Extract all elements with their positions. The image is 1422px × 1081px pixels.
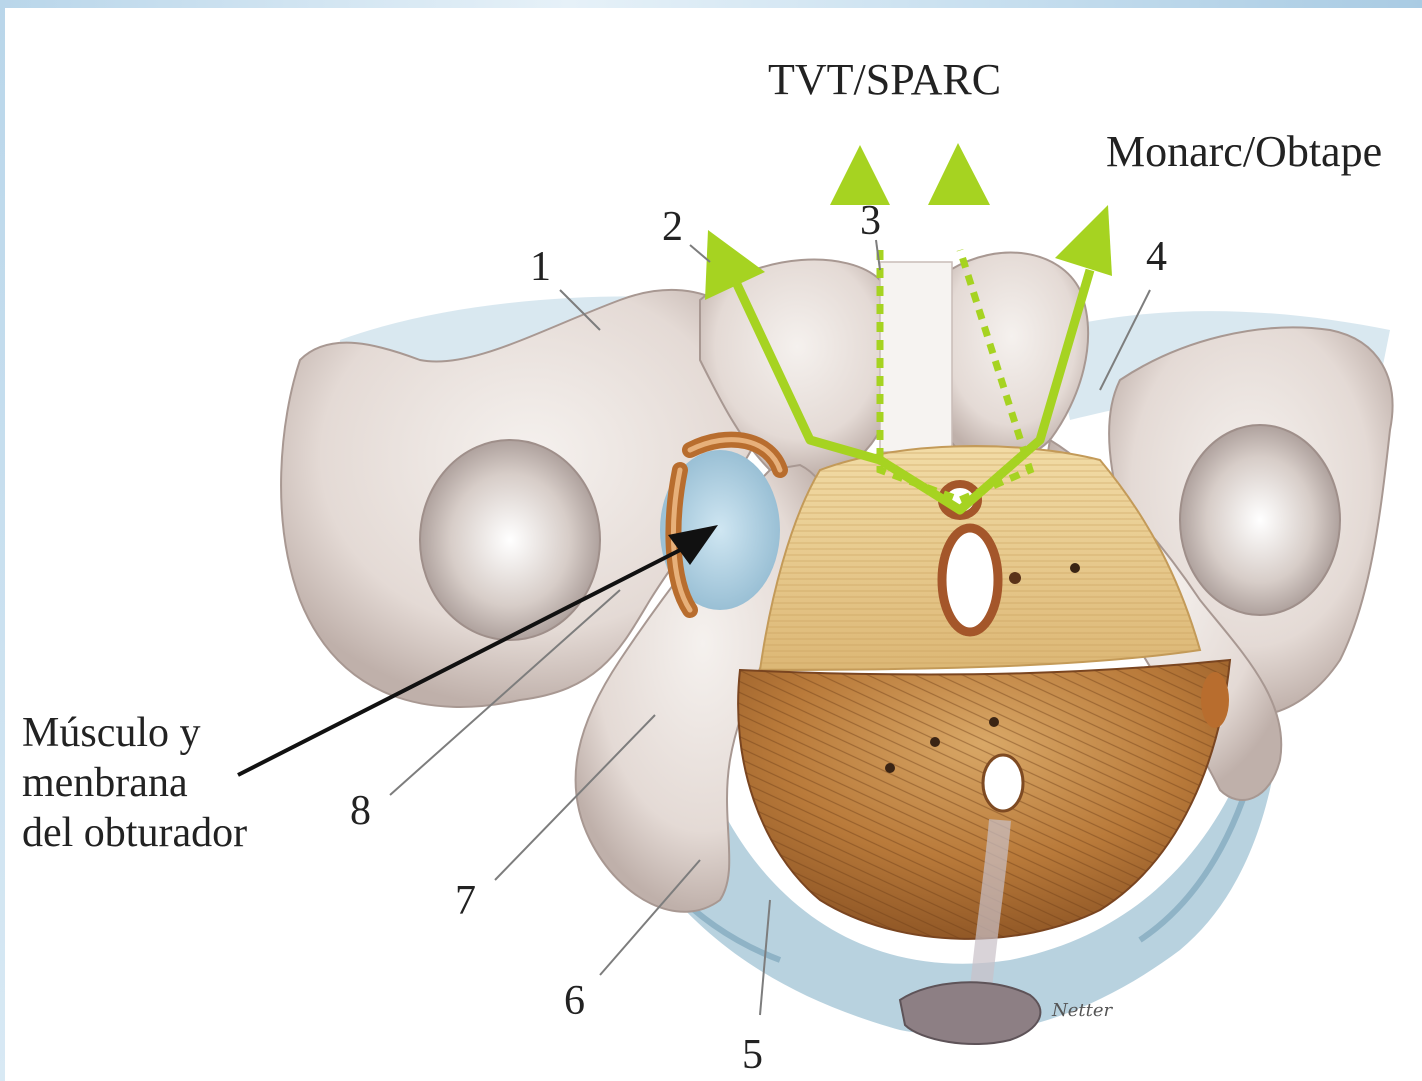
label-number-8: 8 — [350, 790, 371, 832]
pubic-symphysis — [880, 262, 952, 452]
artist-signature: Netter — [1052, 1000, 1112, 1021]
label-monarc-obtape: Monarc/Obtape — [1106, 130, 1382, 174]
label-obturator-line-1: Músculo y — [22, 708, 247, 758]
left-acetabulum — [420, 440, 600, 640]
label-number-3: 3 — [860, 200, 881, 242]
label-number-1: 1 — [530, 246, 551, 288]
right-acetabulum — [1180, 425, 1340, 615]
arrow-up-right-tvt — [928, 143, 990, 205]
label-number-6: 6 — [564, 980, 585, 1022]
arrow-up-right-monarc — [1055, 205, 1112, 276]
coccyx — [900, 982, 1040, 1044]
label-obturator-line-2: menbrana — [22, 758, 247, 808]
label-obturator: Músculo y menbrana del obturador — [22, 708, 247, 858]
arrow-up-left-tvt — [830, 145, 890, 205]
anal-opening — [983, 755, 1023, 811]
label-number-4: 4 — [1146, 236, 1167, 278]
vaginal-opening — [942, 528, 998, 632]
label-number-2: 2 — [662, 206, 683, 248]
label-number-7: 7 — [455, 880, 476, 922]
label-tvt-sparc: TVT/SPARC — [768, 58, 1001, 102]
label-obturator-line-3: del obturador — [22, 808, 247, 858]
label-number-5: 5 — [742, 1034, 763, 1076]
